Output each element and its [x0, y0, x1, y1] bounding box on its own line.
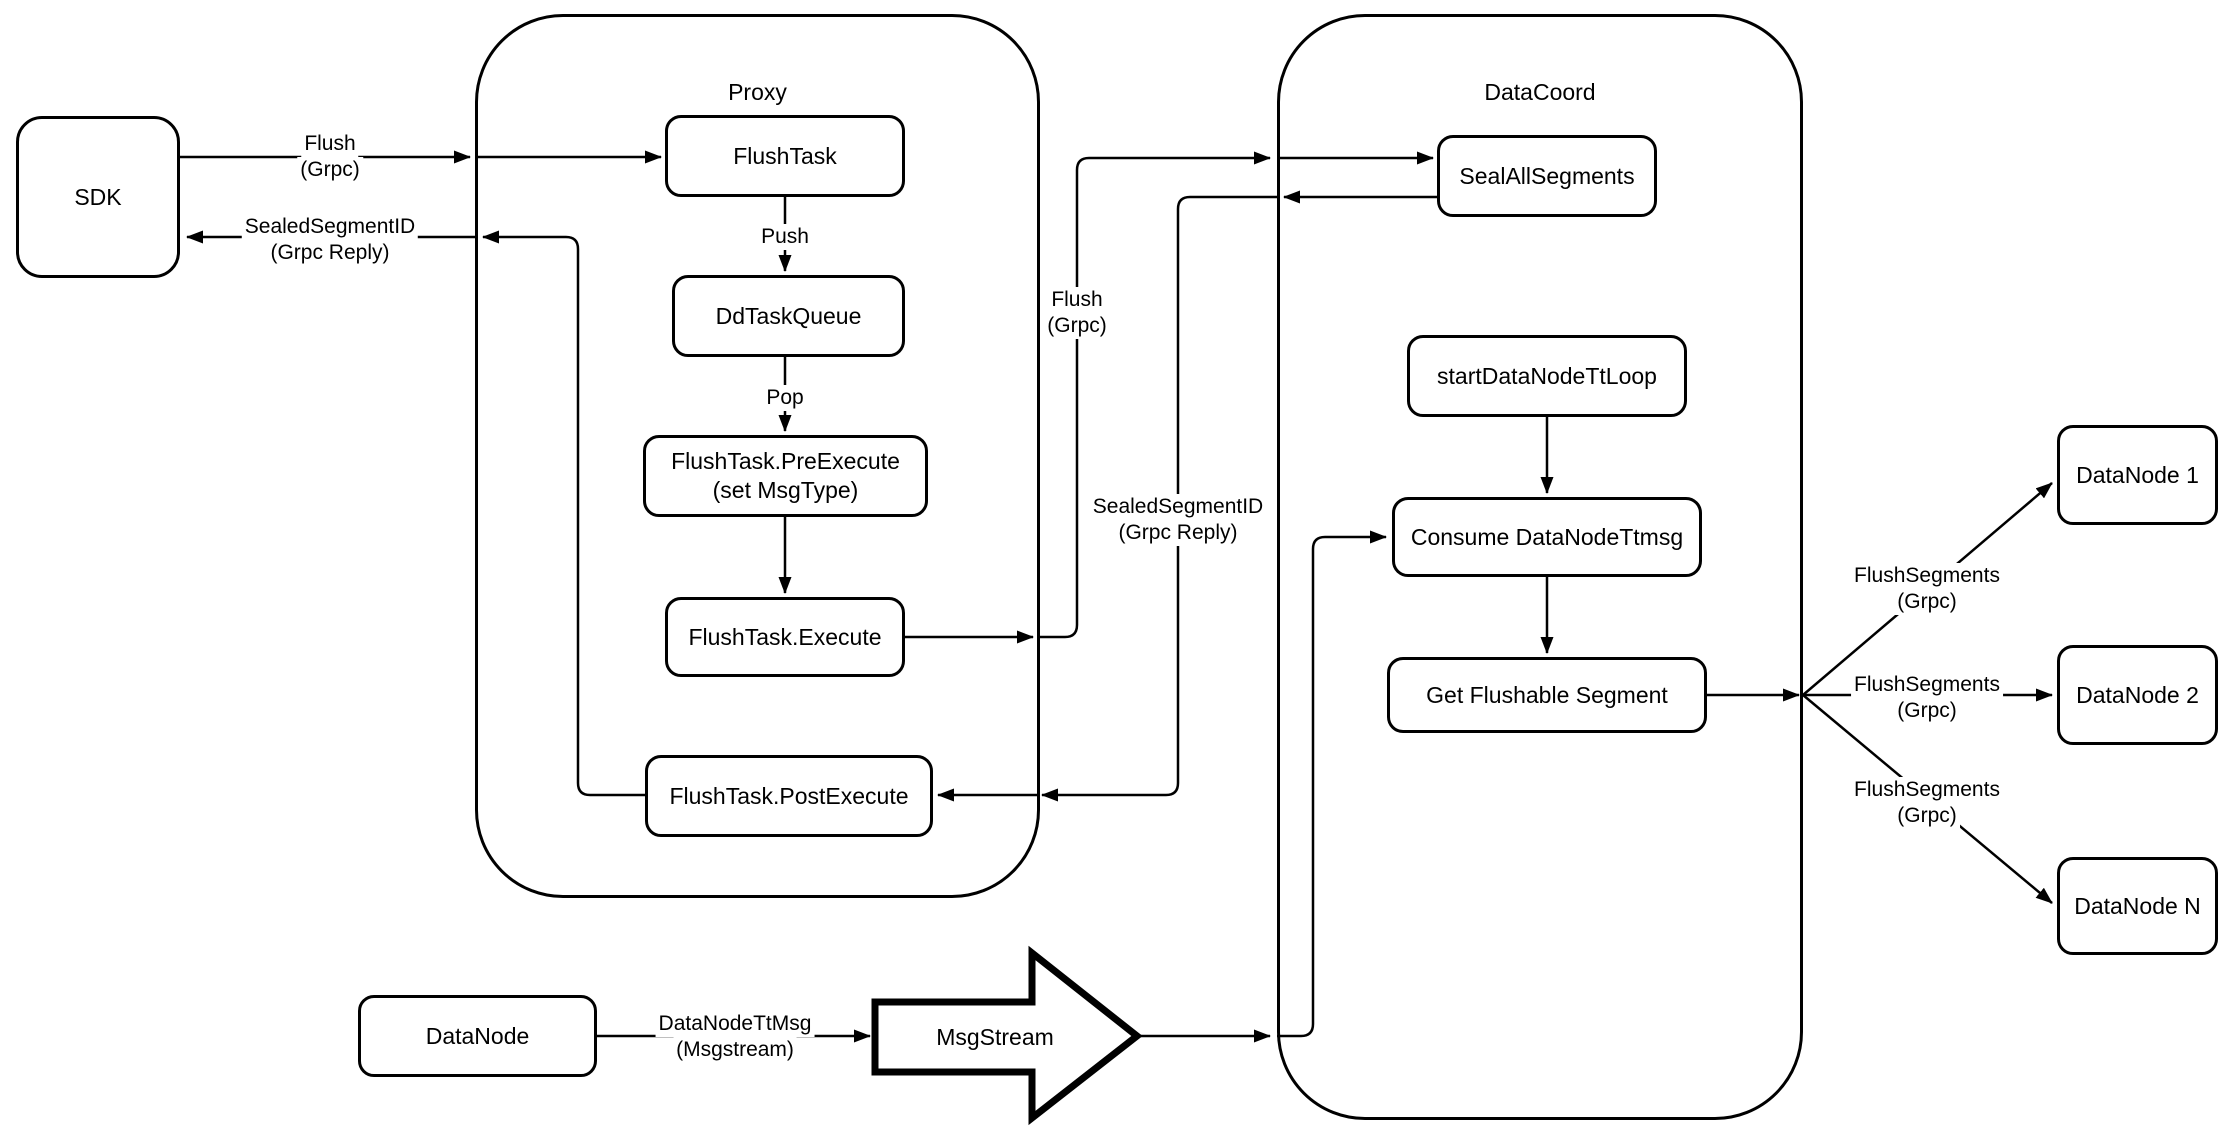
node-dd-task-queue[interactable]: DdTaskQueue	[672, 275, 905, 357]
edge-label-sealed-segment-id-sdk: SealedSegmentID (Grpc Reply)	[241, 214, 419, 266]
node-datanode-2[interactable]: DataNode 2	[2057, 645, 2218, 745]
node-get-flushable-segment[interactable]: Get Flushable Segment	[1387, 657, 1707, 733]
node-flush-task-pre-execute[interactable]: FlushTask.PreExecute (set MsgType)	[643, 435, 928, 517]
node-datanode-source[interactable]: DataNode	[358, 995, 597, 1077]
edge-label-push: Push	[758, 224, 812, 250]
node-flush-task-post-execute[interactable]: FlushTask.PostExecute	[645, 755, 933, 837]
edge-label-datanode-tt-msg: DataNodeTtMsg (Msgstream)	[655, 1011, 815, 1063]
node-flush-task-execute[interactable]: FlushTask.Execute	[665, 597, 905, 677]
container-proxy[interactable]: Proxy	[475, 14, 1040, 898]
node-consume-data-node-ttmsg[interactable]: Consume DataNodeTtmsg	[1392, 497, 1702, 577]
node-datanode-n[interactable]: DataNode N	[2057, 857, 2218, 955]
node-flush-task[interactable]: FlushTask	[665, 115, 905, 197]
edge-label-flush-segments-2: FlushSegments (Grpc)	[1851, 672, 2003, 724]
edge-label-pop: Pop	[763, 385, 807, 411]
edge-label-flush-grpc-sdk: Flush (Grpc)	[297, 131, 363, 183]
container-proxy-title: Proxy	[728, 79, 787, 105]
node-seal-all-segments[interactable]: SealAllSegments	[1437, 135, 1657, 217]
node-datanode-1[interactable]: DataNode 1	[2057, 425, 2218, 525]
edge-label-sealed-segment-id-mid: SealedSegmentID (Grpc Reply)	[1089, 494, 1267, 546]
edge-label-flush-segments-1: FlushSegments (Grpc)	[1851, 563, 2003, 615]
node-sdk[interactable]: SDK	[16, 116, 180, 278]
node-msgstream-label[interactable]: MsgStream	[936, 1023, 1054, 1050]
node-start-data-node-tt-loop[interactable]: startDataNodeTtLoop	[1407, 335, 1687, 417]
edge-label-flush-segments-3: FlushSegments (Grpc)	[1851, 777, 2003, 829]
container-datacoord[interactable]: DataCoord	[1277, 14, 1803, 1120]
msgstream-arrow-shape[interactable]	[871, 945, 1143, 1126]
container-datacoord-title: DataCoord	[1484, 79, 1596, 105]
edge-label-flush-grpc-mid: Flush (Grpc)	[1044, 287, 1110, 339]
